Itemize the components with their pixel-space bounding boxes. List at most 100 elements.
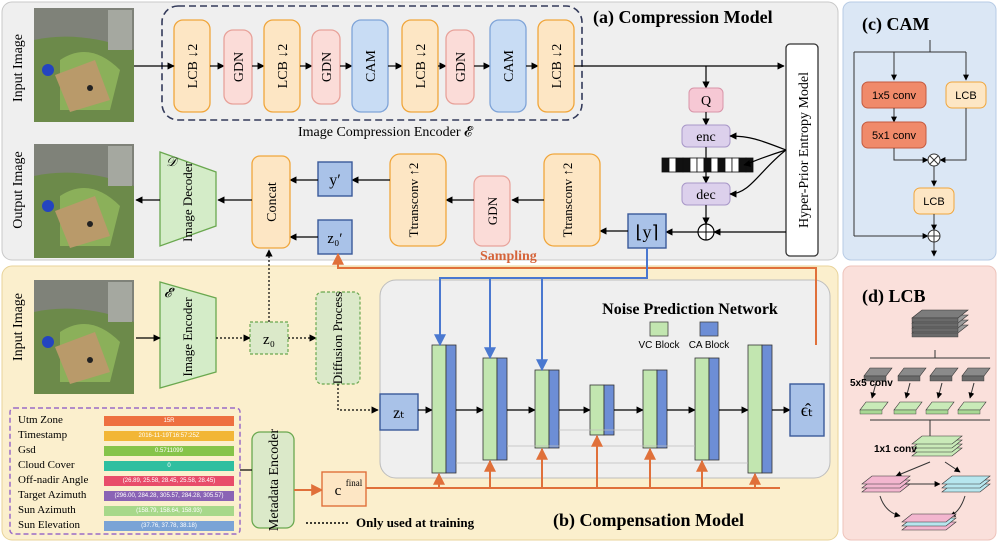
- legend-ca-label: CA Block: [689, 340, 731, 351]
- unet-vc-block-6: [694, 357, 710, 461]
- metadata-value: (158.79, 158.64, 158.93): [104, 506, 234, 516]
- input-satellite-image-2: [34, 280, 134, 394]
- sampling-label: Sampling: [480, 249, 537, 264]
- compensation-title: (b) Compensation Model: [553, 510, 744, 531]
- encoder-block-label-1: LCB ↓2: [186, 44, 201, 89]
- q-label: Q: [701, 94, 711, 109]
- unet-ca-block-2: [496, 357, 508, 461]
- arrow-hp-dec: [729, 149, 787, 198]
- metadata-value: 0.5711099: [104, 446, 234, 456]
- c-final-label: c: [335, 483, 342, 499]
- metadata-value: (296.00, 284.28, 305.57, 284.28, 305.57): [104, 491, 234, 501]
- output-image-label: Output Image: [11, 151, 26, 228]
- y-prime-box: [317, 161, 353, 197]
- encoder-block-7: [445, 29, 475, 105]
- unet-ca-block-5: [656, 369, 668, 449]
- metadata-value: 15R: [104, 416, 234, 426]
- cam-diagram: 1x5 conv LCB 5x1 conv LCB: [853, 40, 987, 257]
- input-image-label-2: Input Image: [11, 293, 26, 361]
- metadata-row: Cloud Cover 0: [18, 459, 240, 473]
- metadata-value: 0: [104, 461, 234, 471]
- hyper-prior-label: Hyper-Prior Entropy Model: [797, 72, 812, 228]
- noise-net-title: Noise Prediction Network: [602, 301, 778, 318]
- encoder-block-label-5: CAM: [364, 50, 379, 82]
- unet-vc-block-1: [431, 344, 447, 474]
- metadata-row: Timestamp 2016-11-19T16:57:25Z: [18, 429, 240, 443]
- encoder-block-label-8: CAM: [502, 50, 517, 82]
- encoder-block-2: [223, 29, 253, 105]
- z0-prime-label: z₀′: [327, 231, 342, 247]
- cam-conv2-label: 5x1 conv: [872, 130, 917, 142]
- input-image-label: Input Image: [11, 34, 26, 102]
- training-legend-label: Only used at training: [356, 515, 475, 530]
- unet-ca-block-4: [603, 384, 615, 436]
- unet-vc-block-5: [642, 369, 658, 449]
- encoder-dashed-box: [161, 5, 583, 121]
- lcb-title: (d) LCB: [862, 286, 926, 307]
- z0-label: z₀: [263, 332, 275, 348]
- ttransconv-label-2: Ttransconv ↑2: [560, 163, 575, 238]
- metadata-value: 2016-11-19T16:57:25Z: [104, 431, 234, 441]
- c-final-sup: final: [346, 478, 363, 488]
- sampling-arrow: [332, 252, 817, 345]
- metadata-encoder-box: [251, 431, 295, 529]
- legend-vc-swatch: [649, 321, 669, 337]
- metadata-row: Target Azimuth (296.00, 284.28, 305.57, 2…: [18, 489, 240, 503]
- zt-label: zₜ: [393, 405, 405, 422]
- metadata-encoder-label: Metadata Encoder: [267, 429, 282, 532]
- metadata-name: Sun Elevation: [18, 519, 81, 531]
- compression-title: (a) Compression Model: [593, 7, 773, 28]
- concat-label: Concat: [265, 182, 280, 222]
- encoder-block-label-3: LCB ↓2: [276, 44, 291, 89]
- unet-ca-block-7: [761, 344, 773, 474]
- encoder-block-label-4: GDN: [320, 52, 335, 82]
- dec-label: dec: [696, 188, 715, 203]
- encoder-block-label-2: GDN: [232, 52, 247, 82]
- cam-conv1-label: 1x5 conv: [872, 90, 917, 102]
- encoder-block-4: [311, 29, 341, 105]
- z0-prime-box: [317, 219, 353, 255]
- image-decoder-shape: [159, 151, 217, 247]
- unet-vc-block-2: [482, 357, 498, 461]
- lcb-conv1-label: 1x1 conv: [874, 444, 917, 455]
- cam-lcb1-label: LCB: [955, 90, 976, 102]
- arrow-hp-bits: [743, 149, 787, 167]
- image-decoder-label: Image Decoder: [180, 161, 195, 241]
- eps-box: [789, 383, 825, 437]
- encoder-block-label-9: LCB ↓2: [550, 44, 565, 89]
- eps-label: ϵ̂ₜ: [801, 400, 814, 420]
- unet-vc-block-4: [589, 384, 605, 436]
- input-satellite-image: [34, 8, 134, 122]
- bitstream: [661, 157, 754, 173]
- decoder-symbol: 𝒟: [166, 154, 179, 169]
- metadata-value: (26.89, 25.58, 28.45, 25.58, 28.45): [104, 476, 234, 486]
- metadata-name: Cloud Cover: [18, 459, 75, 471]
- encoder-block-label-6: LCB ↓2: [414, 44, 429, 89]
- diffusion-label: Diffusion Process: [330, 292, 345, 385]
- c-final-box: [321, 471, 367, 507]
- cam-lcb2-label: LCB: [923, 196, 944, 208]
- unet-ca-block-6: [708, 357, 720, 461]
- concat-box: [251, 155, 291, 249]
- legend-vc-label: VC Block: [638, 340, 680, 351]
- legend-ca-swatch: [699, 321, 719, 337]
- ttransconv-box-1: [389, 153, 447, 247]
- metadata-name: Timestamp: [18, 429, 68, 441]
- z0-box: [249, 321, 289, 355]
- lcb-conv5-label: 5x5 conv: [850, 378, 893, 389]
- zt-box: [379, 393, 419, 431]
- quantized-y-label: ⌊y⌉: [635, 222, 658, 242]
- unet-ca-block-1: [445, 344, 457, 474]
- gdn-box-lower: [473, 175, 511, 247]
- metadata-row: Off-nadir Angle(26.89, 25.58, 28.45, 25.…: [18, 474, 240, 488]
- metadata-name: Target Azimuth: [18, 489, 87, 501]
- ca-arrow-1: [434, 268, 648, 347]
- metadata-value: (37.76, 37.78, 38.18): [104, 521, 234, 531]
- unet-ca-block-3: [548, 369, 560, 449]
- metadata-name: Utm Zone: [18, 414, 63, 426]
- gdn-label-lower: GDN: [485, 196, 500, 225]
- image-encoder-label: Image Encoder: [180, 297, 195, 377]
